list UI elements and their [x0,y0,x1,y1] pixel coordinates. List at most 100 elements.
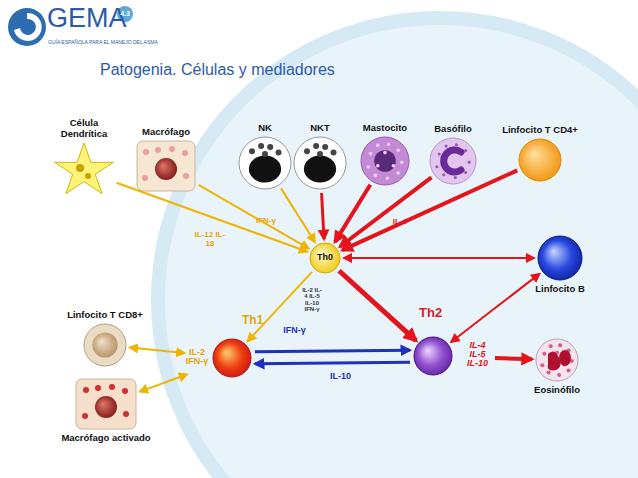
mediator-label: IFN-γ [274,326,314,335]
cell-label: Célula Dendrítica [49,118,119,139]
cell-shape [83,323,127,367]
arrow-connector [140,374,187,391]
cell-label: Macrófago activado [61,433,150,443]
cell-shape [537,235,583,281]
text-label: GEMA [47,4,127,32]
cell-shape [360,136,410,186]
arrow-connector [248,272,312,341]
cell-nucleus [444,150,461,172]
cell-nucleus [76,164,84,172]
cell-label: Th1 [242,314,263,327]
th2-cell [414,337,452,375]
granule [396,148,400,152]
granule [400,160,404,164]
arrow-connector [255,350,410,352]
granule [123,411,129,417]
cell-node: Linfocito T CD4+ [518,138,562,182]
text-label: GUÍA ESPAÑOLA PARA EL MANEJO DEL ASMA [48,40,158,45]
mediator-label: IL-10 [321,372,361,381]
granule [468,161,471,164]
cell-node: Th1 [212,338,252,378]
cell-label: Basófilo [434,124,471,134]
granule [109,384,115,390]
granule [435,165,438,168]
lymphocyte-cell [239,137,291,189]
cell-node: Célula Dendrítica [52,142,116,200]
lymphocyte-cell [519,139,561,181]
granule [83,387,89,393]
cell-node: NKT [293,136,347,190]
arrow-connector [199,185,309,249]
granule [383,151,387,155]
cell-shape [52,142,116,200]
arrow-connector [117,183,308,252]
granule [542,352,546,356]
cell-shape [429,137,477,185]
basophil-cell [430,138,476,184]
granule [376,144,380,148]
logo-circle [8,8,46,46]
text-label: IL-2 IFN-γ [182,348,212,367]
granule [142,175,148,181]
cell-label: Eosinófilo [534,385,580,395]
th1-cell [213,339,251,377]
arrow-connector [339,271,416,341]
granule [276,150,282,156]
cell-nucleus [374,150,396,172]
mast-cell [361,137,409,185]
cell-nucleus [85,173,91,179]
cell-node: Th2 [413,336,453,376]
logo-swirl [14,13,42,41]
cell-node: NK [238,136,292,190]
cell-label: Th0 [309,242,341,274]
arrow-connector [281,188,315,242]
cell-nucleus [249,155,281,182]
granule [95,385,101,391]
cell-label: Linfocito T CD8+ [67,310,143,320]
granule [322,144,328,150]
version-badge [117,6,133,22]
th0-cell [310,243,340,273]
granule [262,151,268,157]
cell-label: Linfocito T CD4+ [502,125,578,135]
granule [376,164,380,168]
background-circle [158,18,638,478]
granule [547,371,551,375]
mediator-label: IL-12 IL-18 [194,231,226,248]
lymphocyte-cell [84,324,126,366]
granule [317,151,323,157]
cell-nucleus [95,396,117,418]
cell-shape [212,338,252,378]
granule [169,146,175,152]
cell-label: Mastocito [363,123,407,133]
macrophage-cell [76,379,136,429]
mediator-label: IL-4 IL-5 IL-10 [463,340,491,368]
b-cell [538,236,582,280]
cell-shape [535,338,579,382]
cell-label: Macrófago [142,127,190,137]
cell-nucleus [548,351,561,370]
cell-shape [136,140,196,192]
cell-shape [238,136,292,190]
macrophage-cell [137,141,195,191]
granule [454,176,457,179]
cell-node: Eosinófilo [535,338,579,382]
granule [464,171,467,174]
cell-nucleus [559,350,571,366]
lymphocyte-cell [294,137,346,189]
dendritic-cell [55,143,114,194]
granule [313,143,319,149]
granule [258,143,264,149]
granule [249,148,255,154]
cell-node: Mastocito [360,136,410,186]
arrow-connector [344,257,534,259]
cell-shape [518,138,562,182]
arrow-connector [322,193,324,239]
granule [183,173,189,179]
cell-node: Linfocito T CD8+ [83,323,127,367]
arrow-connector [451,274,539,342]
cell-nucleus [92,332,117,357]
cell-label: NK [258,123,272,133]
cell-label: NKT [310,123,330,133]
